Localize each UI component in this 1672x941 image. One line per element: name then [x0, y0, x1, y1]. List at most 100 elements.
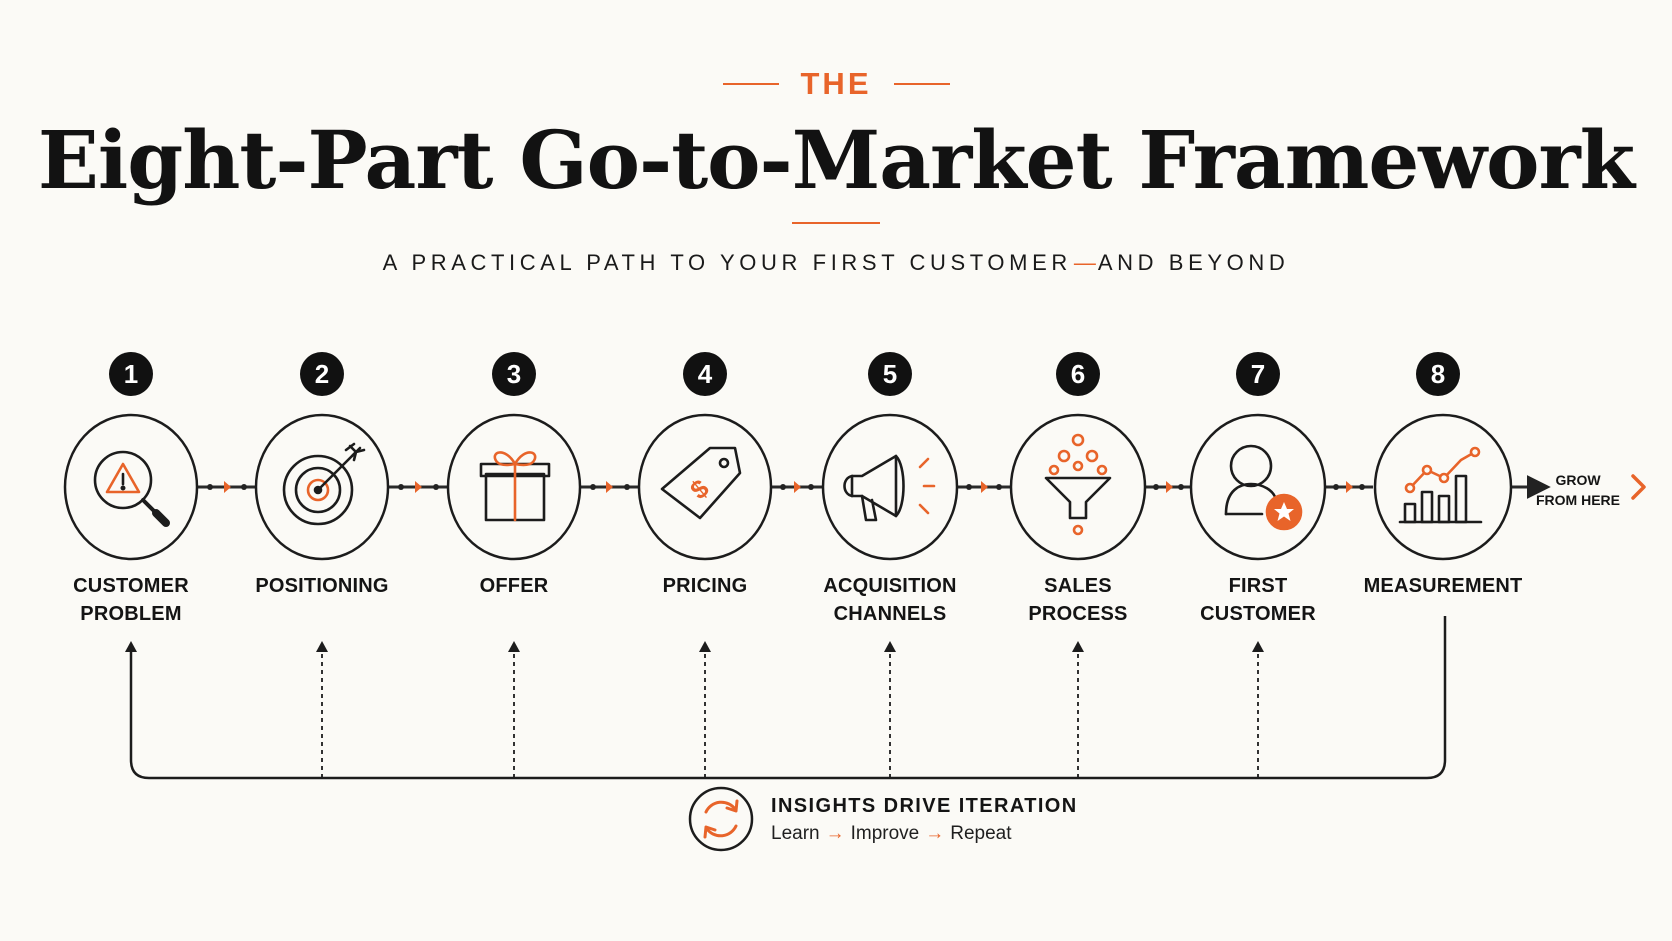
dot [966, 484, 972, 490]
stage-6-label-line-1: SALES [1044, 575, 1112, 597]
stage-8-label-line-1: MEASUREMENT [1363, 575, 1523, 597]
eyebrow-rule-left [722, 82, 779, 85]
subtitle-text-after: AND BEYOND [1097, 250, 1290, 275]
insights-title: INSIGHTS DRIVE ITERATION [771, 795, 1078, 817]
stage-3-badge: 3 [492, 352, 536, 396]
stage-4-badge: 4 [683, 352, 727, 396]
stage-3-label-line-1: OFFER [479, 575, 549, 597]
stage-7-number: 7 [1251, 359, 1265, 389]
connector-arrowhead [1346, 481, 1353, 493]
cycle-arrows-icon [688, 786, 754, 852]
magnifier-warning-icon [93, 450, 170, 527]
dot [808, 484, 814, 490]
stage-1-badge: 1 [109, 352, 153, 396]
stage-2-label: POSITIONING [232, 572, 412, 600]
dot [1178, 484, 1184, 490]
stage-6-circle [1009, 413, 1147, 561]
user-star-icon [1224, 444, 1303, 531]
stage-6-label-line-2: PROCESS [1028, 603, 1128, 625]
stage-1-label: CUSTOMER PROBLEM [41, 572, 221, 628]
eyebrow: THE [0, 66, 1672, 102]
dot [1333, 484, 1339, 490]
dot [1359, 484, 1365, 490]
page-subtitle: A PRACTICAL PATH TO YOUR FIRST CUSTOMER—… [0, 250, 1672, 276]
dot [780, 484, 786, 490]
stage-2-badge: 2 [300, 352, 344, 396]
stage-8-circle [1373, 413, 1513, 561]
subtitle-text-before: A PRACTICAL PATH TO YOUR FIRST CUSTOMER [382, 250, 1072, 275]
feedback-dashed-lines [130, 650, 1259, 778]
connector-dots [207, 481, 1365, 493]
stage-6-badge: 6 [1056, 352, 1100, 396]
stage-2-label-line-1: POSITIONING [255, 575, 389, 597]
title-underline [792, 222, 880, 224]
bar-chart-trend-icon [1398, 446, 1483, 524]
stage-4-label: PRICING [615, 572, 795, 600]
connector-arrowhead [415, 481, 422, 493]
dot [433, 484, 439, 490]
feedback-loop-line [129, 616, 1447, 780]
insights-steps: Learn→Improve→Repeat [771, 823, 1012, 845]
dot [624, 484, 630, 490]
connector-arrowhead [1166, 481, 1173, 493]
stage-8-label: MEASUREMENT [1353, 572, 1533, 600]
stage-1-label-line-1: CUSTOMER [73, 575, 189, 597]
stage-6-number: 6 [1071, 359, 1085, 389]
connector-arrowhead [606, 481, 613, 493]
number-badges: 1 2 3 4 5 6 7 8 [109, 352, 1460, 396]
subtitle-dash: — [1073, 250, 1096, 275]
page-title: Eight-Part Go-to-Market Framework [37, 113, 1635, 207]
stage-7-badge: 7 [1236, 352, 1280, 396]
gift-box-icon [479, 451, 551, 522]
dot [1153, 484, 1159, 490]
stage-5-badge: 5 [868, 352, 912, 396]
stage-7-label-line-2: CUSTOMER [1200, 603, 1316, 625]
stage-3-number: 3 [507, 359, 521, 389]
stage-1-circle [63, 413, 199, 561]
eyebrow-rule-right [893, 82, 950, 85]
grow-line-1: GROW [1555, 472, 1601, 488]
dot [241, 484, 247, 490]
stage-8-number: 8 [1431, 359, 1445, 389]
insights-arrow-2: → [925, 823, 945, 844]
grow-chevron-icon [1631, 474, 1646, 500]
dot [398, 484, 404, 490]
stage-5-label-line-2: CHANNELS [833, 603, 947, 625]
target-dart-icon [282, 442, 366, 526]
stage-5-circle [821, 413, 959, 561]
megaphone-icon [843, 454, 936, 522]
feedback-loop [125, 616, 1447, 780]
grow-line-2: FROM HERE [1536, 492, 1620, 508]
dot [207, 484, 213, 490]
feedback-arrowheads [125, 641, 1264, 652]
connector-arrowhead [794, 481, 801, 493]
stage-1-number: 1 [124, 359, 138, 389]
dot [590, 484, 596, 490]
stage-4-circle [637, 413, 773, 561]
connector-arrowhead [981, 481, 988, 493]
stage-6-label: SALES PROCESS [988, 572, 1168, 628]
stage-5-label-line-1: ACQUISITION [823, 575, 957, 597]
connector-arrowhead [224, 481, 231, 493]
funnel-icon [1044, 433, 1112, 536]
dot [996, 484, 1002, 490]
stage-4-number: 4 [698, 359, 713, 389]
header: THE Eight-Part Go-to-Market Framework A … [0, 0, 1672, 290]
stage-4-label-line-1: PRICING [662, 575, 748, 597]
stage-3-label: OFFER [424, 572, 604, 600]
stage-8-badge: 8 [1416, 352, 1460, 396]
insights-arrow-1: → [825, 823, 845, 844]
stage-7-label-line-1: FIRST [1228, 575, 1288, 597]
stage-7-label: FIRST CUSTOMER [1168, 572, 1348, 628]
insights-step-learn: Learn [771, 823, 820, 844]
stage-5-number: 5 [883, 359, 897, 389]
insights-step-repeat: Repeat [950, 823, 1012, 844]
grow-label: GROW FROM HERE [1530, 470, 1626, 510]
insights-step-improve: Improve [850, 823, 920, 844]
stage-7-circle [1189, 413, 1327, 561]
stage-2-number: 2 [315, 359, 329, 389]
stage-5-label: ACQUISITION CHANNELS [800, 572, 980, 628]
stage-1-label-line-2: PROBLEM [80, 603, 182, 625]
eyebrow-text: THE [800, 66, 872, 101]
